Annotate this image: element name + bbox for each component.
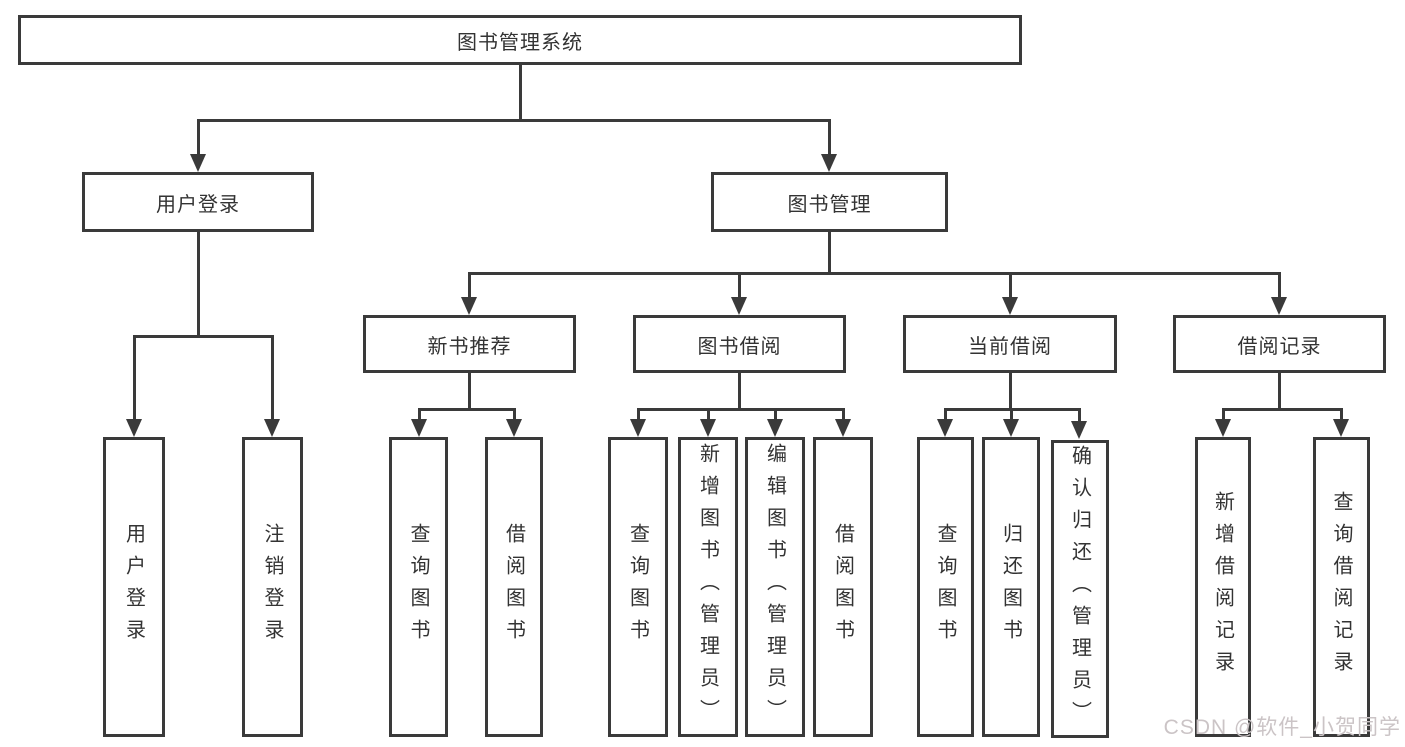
leaf-node-return-books: 归还图书 <box>982 437 1040 737</box>
connector-root-rail <box>197 119 831 122</box>
arrowhead-return-books <box>1003 419 1019 437</box>
connector-drop-book-borrow <box>738 272 741 298</box>
leaf-node-label: 查询图书 <box>934 523 956 651</box>
connector-drop-current-borrow <box>1009 272 1012 298</box>
module-node-label: 当前借阅 <box>968 335 1052 358</box>
leaf-node-label: 用户登录 <box>122 523 145 651</box>
arrowhead-book-borrow <box>731 297 747 315</box>
connector-borrow-records-stem <box>1278 373 1281 411</box>
leaf-node-label: 查询图书 <box>626 523 649 651</box>
connector-root-stem <box>519 65 522 121</box>
leaf-node-label: 确认归还（管理员） <box>1068 445 1091 733</box>
leaf-node-label: 借阅图书 <box>502 523 525 651</box>
arrowhead-edit-books <box>767 419 783 437</box>
connector-drop-return-books <box>1010 408 1013 421</box>
connector-book-management-stem <box>828 232 831 275</box>
connector-drop-borrow-records <box>1278 272 1281 298</box>
arrowhead-add-books <box>700 419 716 437</box>
leaf-node-label: 编辑图书（管理员） <box>763 443 786 731</box>
arrowhead-user-login <box>190 154 206 172</box>
connector-drop-book-management <box>828 119 831 155</box>
connector-drop-edit-books <box>774 408 777 421</box>
module-node-current-borrow: 当前借阅 <box>903 315 1117 373</box>
branch-node-label: 图书管理 <box>787 193 872 216</box>
arrowhead-query-3 <box>937 419 953 437</box>
leaf-node-add-borrow-record: 新增借阅记录 <box>1195 437 1251 737</box>
connector-drop-add-books <box>707 408 710 421</box>
leaf-node-borrow-books-1: 借阅图书 <box>485 437 543 737</box>
connector-book-borrow-rail <box>637 408 845 411</box>
root-node-library-system: 图书管理系统 <box>18 15 1022 65</box>
arrowhead-borrow-1 <box>506 419 522 437</box>
arrowhead-borrow-records <box>1271 297 1287 315</box>
leaf-node-edit-books-admin: 编辑图书（管理员） <box>745 437 805 737</box>
arrowhead-query-2 <box>630 419 646 437</box>
leaf-node-label: 查询图书 <box>407 523 429 651</box>
leaf-node-query-books-1: 查询图书 <box>389 437 448 737</box>
connector-user-login-stem <box>197 232 200 338</box>
root-node-label: 图书管理系统 <box>457 31 583 54</box>
leaf-node-add-books-admin: 新增图书（管理员） <box>678 437 738 737</box>
leaf-node-query-books-2: 查询图书 <box>608 437 668 737</box>
connector-current-borrow-stem <box>1009 373 1012 411</box>
leaf-node-label: 查询借阅记录 <box>1330 491 1352 683</box>
leaf-node-query-borrow-record: 查询借阅记录 <box>1313 437 1370 737</box>
arrowhead-confirm-return <box>1071 421 1087 439</box>
leaf-node-query-books-3: 查询图书 <box>917 437 974 737</box>
connector-drop-query-record <box>1340 408 1343 421</box>
connector-user-login-rail <box>133 335 274 338</box>
leaf-node-label: 新增借阅记录 <box>1211 491 1234 683</box>
connector-drop-query-1 <box>418 408 421 421</box>
connector-drop-add-record <box>1222 408 1225 421</box>
connector-drop-new-book <box>468 272 471 298</box>
leaf-node-label: 注销登录 <box>261 523 283 651</box>
module-node-borrow-records: 借阅记录 <box>1173 315 1386 373</box>
module-node-book-borrow: 图书借阅 <box>633 315 846 373</box>
connector-drop-leaf-login <box>133 335 136 420</box>
connector-drop-borrow-2 <box>842 408 845 421</box>
arrowhead-book-management <box>821 154 837 172</box>
arrowhead-leaf-login <box>126 419 142 437</box>
arrowhead-query-1 <box>411 419 427 437</box>
module-node-label: 借阅记录 <box>1237 335 1322 358</box>
branch-node-book-management: 图书管理 <box>711 172 948 232</box>
arrowhead-add-record <box>1215 419 1231 437</box>
connector-drop-confirm-return <box>1078 408 1081 421</box>
leaf-node-label: 借阅图书 <box>831 523 854 651</box>
leaf-node-user-login: 用户登录 <box>103 437 165 737</box>
leaf-node-borrow-books-2: 借阅图书 <box>813 437 873 737</box>
connector-new-book-stem <box>468 373 471 411</box>
leaf-node-confirm-return-admin: 确认归还（管理员） <box>1051 440 1109 738</box>
arrowhead-current-borrow <box>1002 297 1018 315</box>
leaf-node-label: 归还图书 <box>999 523 1022 651</box>
arrowhead-leaf-logout <box>264 419 280 437</box>
connector-drop-query-3 <box>944 408 947 421</box>
arrowhead-query-record <box>1333 419 1349 437</box>
connector-borrow-records-rail <box>1222 408 1343 411</box>
connector-drop-leaf-logout <box>271 335 274 420</box>
connector-book-borrow-stem <box>738 373 741 411</box>
module-node-label: 图书借阅 <box>697 335 782 358</box>
module-node-label: 新书推荐 <box>427 335 512 358</box>
branch-node-user-login: 用户登录 <box>82 172 314 232</box>
connector-book-management-rail <box>468 272 1281 275</box>
branch-node-label: 用户登录 <box>156 193 240 216</box>
leaf-node-label: 新增图书（管理员） <box>696 443 719 731</box>
module-node-new-book-recommend: 新书推荐 <box>363 315 576 373</box>
connector-new-book-rail <box>418 408 516 411</box>
arrowhead-borrow-2 <box>835 419 851 437</box>
connector-drop-borrow-1 <box>513 408 516 421</box>
connector-drop-query-2 <box>637 408 640 421</box>
connector-drop-user-login <box>197 119 200 155</box>
leaf-node-logout: 注销登录 <box>242 437 303 737</box>
arrowhead-new-book <box>461 297 477 315</box>
